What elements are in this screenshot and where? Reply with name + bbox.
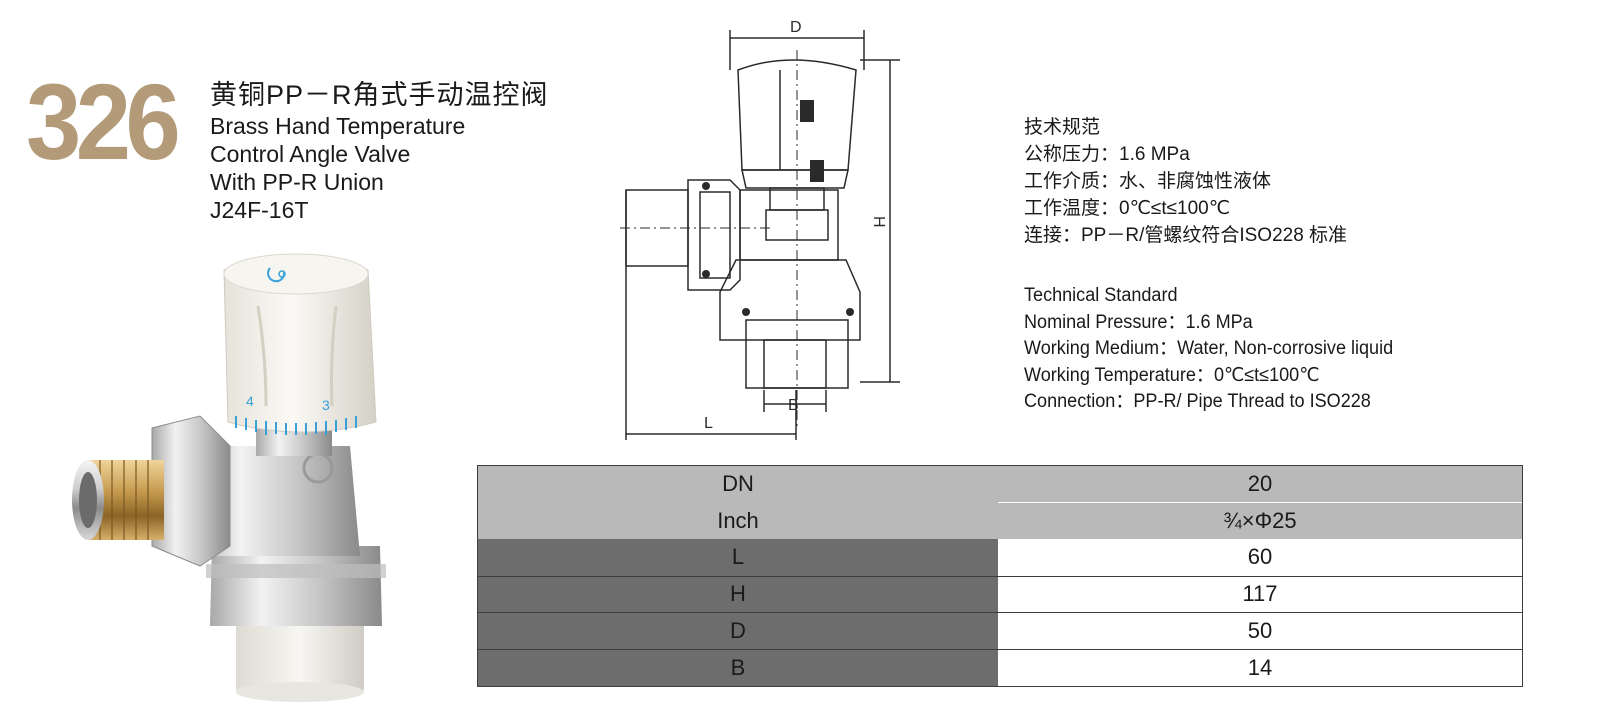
- spec-en-line: Working Medium：Water, Non-corrosive liqu…: [1024, 338, 1394, 359]
- table-value-cell: 117: [998, 576, 1522, 614]
- spec-cn-heading: 技术规范: [1024, 117, 1101, 138]
- table-label-cell: L: [478, 539, 998, 577]
- spec-cn-line: 工作介质：水、非腐蚀性液体: [1024, 171, 1272, 192]
- table-header-cell: Inch: [478, 502, 998, 540]
- table-row: D 50: [478, 612, 1522, 650]
- spec-en-heading: Technical Standard: [1024, 285, 1178, 306]
- dim-label-l: L: [704, 415, 713, 432]
- table-header-cell: DN: [478, 466, 998, 503]
- dial-number: 4: [246, 393, 254, 409]
- title-cn: 黄铜PP－R角式手动温控阀: [210, 80, 549, 110]
- dim-label-h: H: [870, 216, 887, 228]
- table-header-cell: ¾×Φ25: [998, 502, 1522, 540]
- spec-cn-line: 连接：PP－R/管螺纹符合ISO228 标准: [1024, 225, 1348, 246]
- table-row: H 117: [478, 576, 1522, 614]
- model-code: J24F-16T: [210, 197, 309, 223]
- spec-cn-line: 公称压力：1.6 MPa: [1024, 144, 1190, 165]
- table-value-cell: 14: [998, 649, 1522, 687]
- dimension-table: DN 20 Inch ¾×Φ25 L 60 H 117 D 50 B 14: [478, 466, 1522, 687]
- table-row: L 60: [478, 539, 1522, 577]
- title-en-line: Brass Hand Temperature: [210, 113, 466, 139]
- spec-cn: 技术规范 公称压力：1.6 MPa 工作介质：水、非腐蚀性液体 工作温度：0℃≤…: [1024, 114, 1347, 249]
- spec-en: Technical Standard Nominal Pressure：1.6 …: [1024, 283, 1393, 416]
- model-number: 326: [26, 61, 181, 182]
- technical-drawing: D H L B: [620, 19, 900, 440]
- spec-en-line: Connection：PP-R/ Pipe Thread to ISO228: [1024, 391, 1371, 412]
- table-row: B 14: [478, 649, 1522, 687]
- title-en-line: Control Angle Valve: [210, 141, 411, 167]
- spec-cn-line: 工作温度：0℃≤t≤100℃: [1024, 198, 1231, 219]
- table-header-cell: 20: [998, 466, 1522, 504]
- table-value-cell: 60: [998, 539, 1522, 577]
- table-label-cell: B: [478, 649, 998, 687]
- title-en-line: With PP-R Union: [210, 169, 384, 195]
- table-row: Inch ¾×Φ25: [478, 502, 1522, 540]
- dial-number: 3: [322, 397, 330, 413]
- spec-en-line: Working Temperature：0℃≤t≤100℃: [1024, 364, 1320, 386]
- spec-en-line: Nominal Pressure：1.6 MPa: [1024, 311, 1253, 333]
- table-label-cell: D: [478, 612, 998, 650]
- table-value-cell: 50: [998, 612, 1522, 650]
- dim-label-b: B: [788, 397, 799, 414]
- table-label-cell: H: [478, 576, 998, 614]
- product-photo: 4 3: [72, 253, 386, 702]
- title-block: 黄铜PP－R角式手动温控阀 Brass Hand Temperature Con…: [210, 78, 549, 224]
- dim-label-d: D: [790, 19, 802, 36]
- table-row: DN 20: [478, 466, 1522, 504]
